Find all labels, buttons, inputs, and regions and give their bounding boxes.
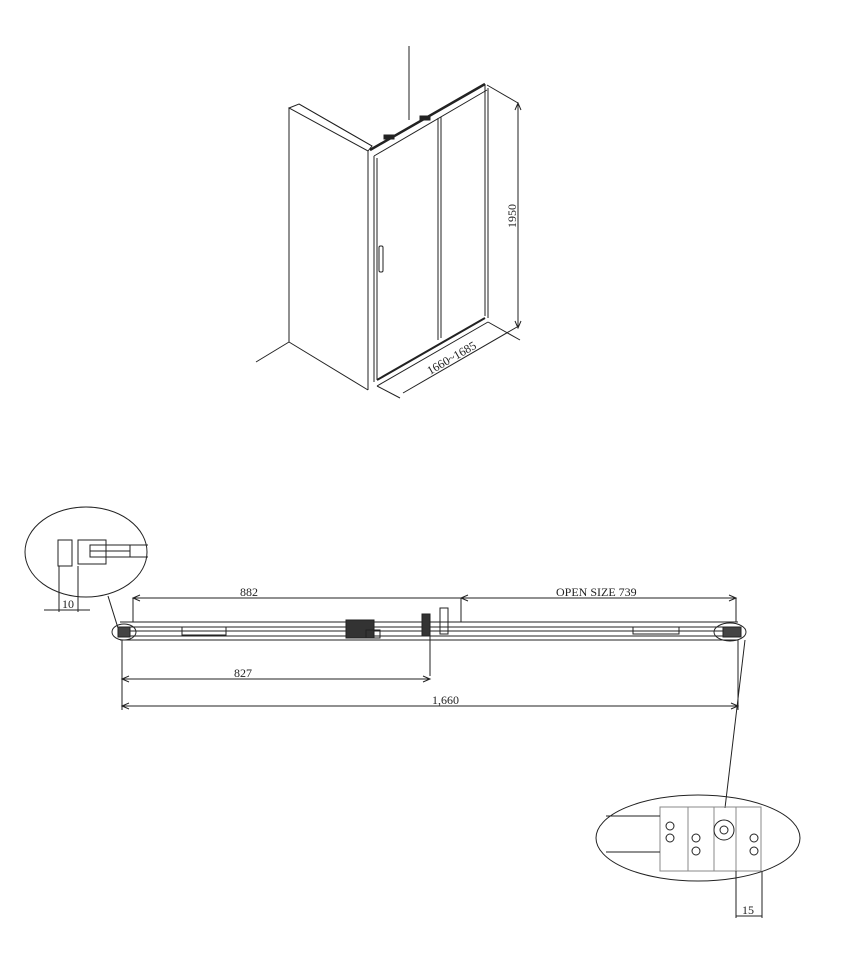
door-dim: 827 xyxy=(234,666,252,680)
left-detail xyxy=(24,506,148,629)
left-detail-dim: 10 xyxy=(62,597,74,611)
right-detail-dim: 15 xyxy=(742,903,754,917)
total-width-dim: 1,660 xyxy=(432,693,459,707)
height-label: 1950 xyxy=(505,204,519,228)
width-range-label: 1660~1685 xyxy=(425,338,479,377)
fixed-panel-dim: 882 xyxy=(240,585,258,599)
plan-view xyxy=(111,594,747,809)
isometric-view xyxy=(255,46,522,399)
open-size-dim: OPEN SIZE 739 xyxy=(556,585,637,599)
right-detail xyxy=(595,794,801,918)
